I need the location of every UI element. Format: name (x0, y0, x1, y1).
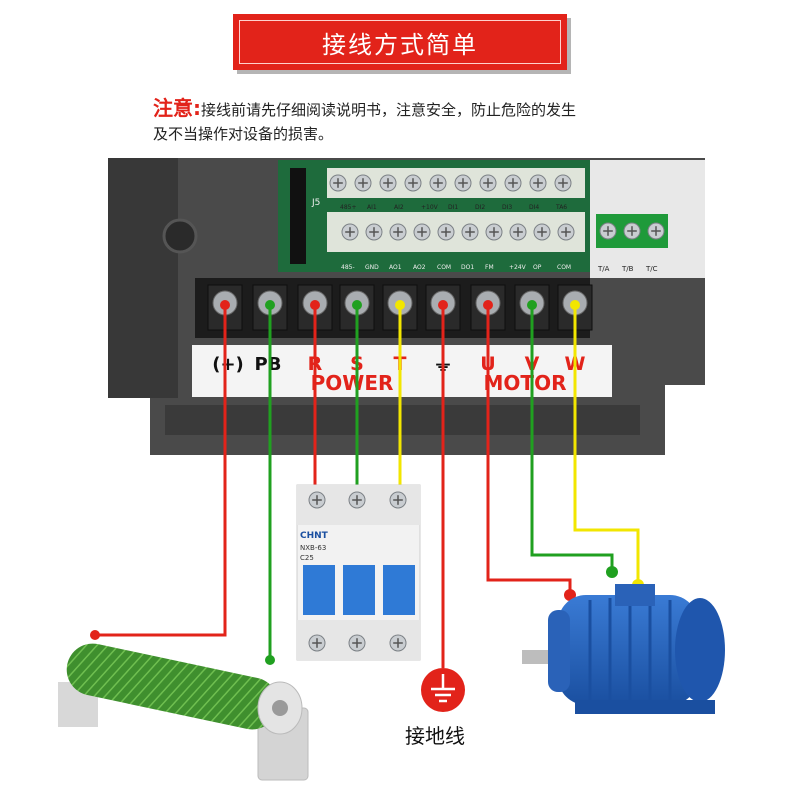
circuit-breaker: CHNT NXB-63 C25 (296, 484, 421, 661)
motor-v-dot (606, 566, 618, 578)
pin-header (290, 168, 306, 264)
inverter-left-wall (108, 158, 178, 398)
relay-label: T/C (645, 265, 658, 273)
power-plate-label: PB (255, 354, 282, 375)
notice-text: 注意:接线前请先仔细阅读说明书，注意安全，防止危险的发生 及不当操作对设备的损害… (153, 96, 673, 146)
control-labels-top: 485+ AI1 AI2 +10V DI1 DI2 DI3 DI4 TA6 (340, 204, 567, 211)
wire-w-to-motor (573, 305, 640, 585)
motor-group-label: MOTOR (484, 371, 567, 395)
power-label-plate (192, 345, 612, 397)
power-group-label: POWER (311, 371, 394, 395)
relay-label: T/B (621, 265, 634, 273)
control-screws-bottom (341, 223, 575, 241)
title-banner-frame: 接线方式简单 (239, 20, 561, 64)
jumper-label: J5 (311, 198, 320, 208)
notice-line-1: 接线前请先仔细阅读说明书，注意安全，防止危险的发生 (201, 101, 577, 119)
housing-bottom-lip (165, 405, 640, 435)
relay-label: T/A (597, 265, 610, 273)
control-label-top: 485+ (340, 204, 356, 211)
notice-line-2: 及不当操作对设备的损害。 (153, 125, 334, 143)
wire-plus-to-resistor (95, 305, 227, 637)
resistor-pb-dot (265, 655, 275, 665)
power-plate-label: (+) (212, 354, 244, 375)
motor (522, 584, 725, 714)
control-label-bottom: OP (533, 264, 542, 271)
wire-v-to-motor (530, 305, 614, 572)
control-label-bottom: +24V (509, 264, 527, 271)
relay-labels: T/A T/B T/C (597, 265, 658, 273)
motor-u-dot (564, 589, 576, 601)
breaker-screws (308, 491, 407, 652)
mount-hole-icon (162, 218, 198, 254)
breaker-rating: C25 (300, 554, 314, 562)
braking-resistor (58, 643, 309, 781)
ground-label: 接地线 (405, 724, 465, 748)
wire-u-to-motor (486, 305, 572, 595)
control-label-bottom: COM (437, 264, 451, 271)
control-label-bottom: COM (557, 264, 571, 271)
control-label-top: +10V (421, 204, 439, 211)
control-label-top: DI4 (529, 204, 539, 211)
control-label-bottom: GND (365, 264, 379, 271)
control-label-bottom: DO1 (461, 264, 474, 271)
control-label-top: DI1 (448, 204, 458, 211)
notice-label: 注意: (153, 96, 201, 120)
control-screws-top (329, 174, 572, 192)
control-label-top: DI2 (475, 204, 485, 211)
control-labels-bottom: 485- GND AO1 AO2 COM DO1 FM +24V OP COM (341, 264, 571, 271)
title-banner: 接线方式简单 (233, 14, 567, 70)
wires (95, 305, 640, 668)
breaker-brand: CHNT (300, 531, 329, 541)
control-label-top: DI3 (502, 204, 512, 211)
control-label-top: AI2 (394, 204, 404, 211)
breaker-model: NXB-63 (300, 544, 326, 552)
control-label-bottom: 485- (341, 264, 355, 271)
control-label-bottom: FM (485, 264, 494, 271)
control-label-bottom: AO2 (413, 264, 426, 271)
control-label-top: AI1 (367, 204, 377, 211)
ground-icon (421, 668, 465, 712)
control-label-bottom: AO1 (389, 264, 402, 271)
relay-screws (599, 222, 665, 240)
banner-title: 接线方式简单 (322, 30, 478, 59)
resistor-plus-dot (90, 630, 100, 640)
control-label-top: TA6 (555, 204, 567, 211)
power-terminals (207, 284, 593, 331)
